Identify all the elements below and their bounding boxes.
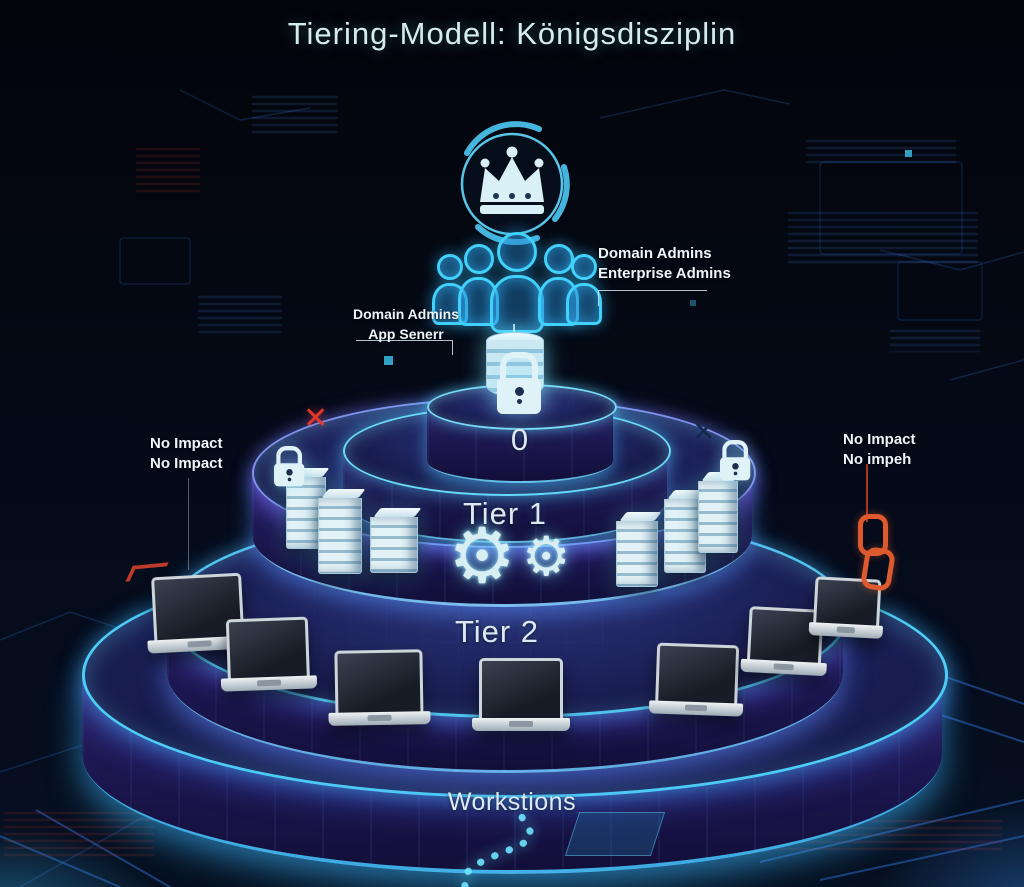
admin-left-line2: App Senerr xyxy=(368,326,444,342)
server-icon xyxy=(370,508,422,573)
user-icon xyxy=(566,254,602,325)
admin-right-line1: Domain Admins xyxy=(598,245,712,262)
chain-link-icon xyxy=(858,514,897,593)
gear-icon: ⚙ xyxy=(522,525,571,588)
blocked-link-line xyxy=(866,464,868,522)
admin-group-right-label: Domain Admins Enterprise Admins xyxy=(598,244,731,284)
impact-left-line1: No Impact xyxy=(150,435,223,452)
decor-microtext xyxy=(4,812,154,856)
crown-icon xyxy=(460,121,570,245)
server-icon xyxy=(616,512,662,587)
bracket-line xyxy=(356,340,453,355)
impact-right-line1: No Impact xyxy=(843,431,916,448)
workstations-label: Workstions xyxy=(447,788,577,816)
server-icon xyxy=(698,472,742,553)
decor-microtext xyxy=(198,296,282,336)
crown-badge xyxy=(440,112,585,257)
lock-icon xyxy=(497,352,541,414)
admin-group-left-label: Domain Admins App Senerr xyxy=(348,304,464,344)
laptop-icon xyxy=(327,649,431,727)
user-icon xyxy=(490,232,544,333)
decor-microtext xyxy=(136,148,200,192)
dark-x-icon: ✕ xyxy=(692,415,716,448)
red-x-icon: ✕ xyxy=(303,401,329,436)
lock-icon xyxy=(720,440,751,481)
bracket-line xyxy=(598,290,707,306)
admin-left-line1: Domain Admins xyxy=(352,306,460,322)
tier0-label: 0 xyxy=(510,422,530,457)
laptop-icon xyxy=(219,616,318,692)
impact-left-line xyxy=(188,478,189,570)
dotted-path-decor xyxy=(460,804,534,887)
impact-left-label: No Impact No Impact xyxy=(150,434,223,474)
gear-icon: ⚙ xyxy=(448,511,517,600)
decor-microtext xyxy=(890,330,980,352)
laptop-icon xyxy=(472,658,570,731)
impact-left-line2: No Impact xyxy=(150,455,223,472)
page-title: Tiering-Modell: Königsdisziplin xyxy=(287,16,737,51)
admin-right-line2: Enterprise Admins xyxy=(598,265,731,282)
server-icon xyxy=(318,489,366,574)
impact-right-label: No Impact No impeh xyxy=(843,430,916,470)
laptop-icon xyxy=(648,642,745,717)
lock-icon xyxy=(274,446,305,487)
impact-right-line2: No impeh xyxy=(843,451,912,468)
tier2-label: Tier 2 xyxy=(454,614,540,649)
tier1-label: Tier 1 xyxy=(462,496,548,531)
decor-microtext xyxy=(788,212,978,268)
decor-microtext xyxy=(252,96,338,136)
decor-microtext xyxy=(806,140,956,166)
